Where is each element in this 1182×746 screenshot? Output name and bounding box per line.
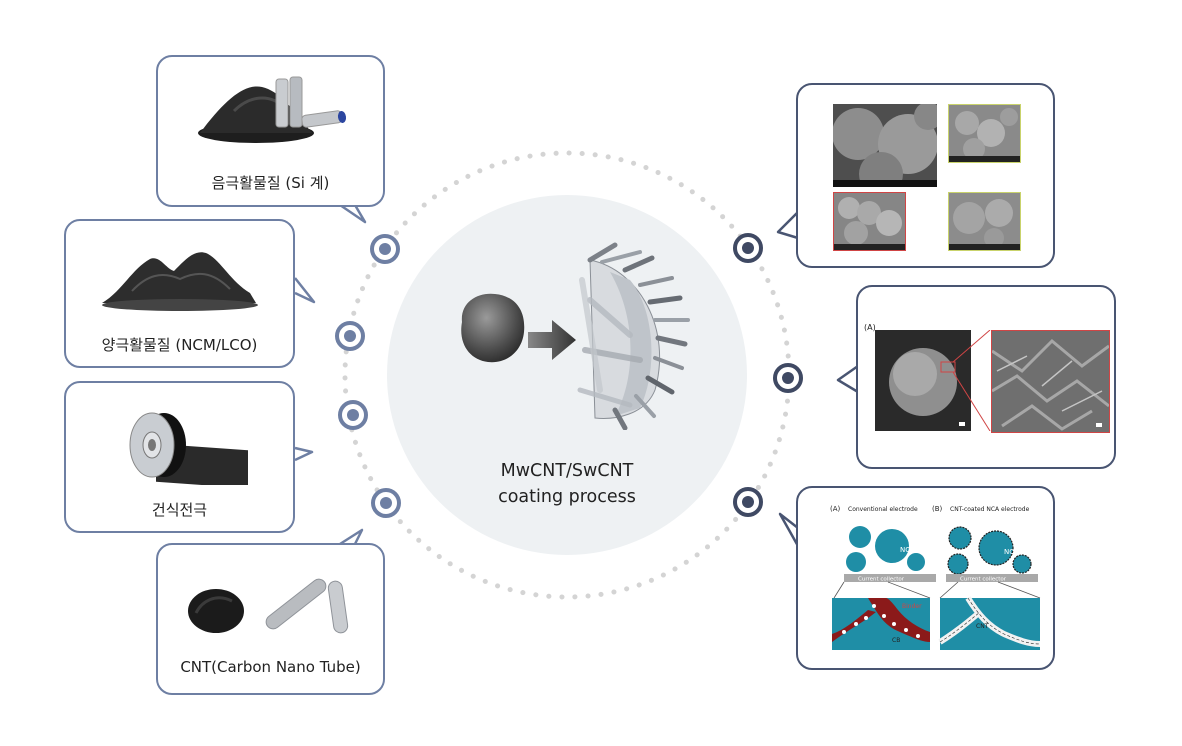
center-title: MwCNT/SwCNT coating process bbox=[467, 458, 667, 510]
schematic-label-b: (B) bbox=[932, 505, 943, 513]
coating-process-illustration bbox=[461, 242, 690, 430]
particle-sphere bbox=[461, 293, 525, 363]
schematic-title-b: CNT-coated NCA electrode bbox=[950, 506, 1030, 513]
sem-surface-closeup-image bbox=[991, 330, 1110, 433]
connector-dot-1 bbox=[370, 234, 400, 264]
cathode-material-label: 양극활물질 (NCM/LCO) bbox=[101, 336, 258, 354]
sem-image-4 bbox=[948, 192, 1021, 251]
cnt-card: CNT(Carbon Nano Tube) bbox=[156, 543, 385, 695]
cnt-schematic-label: CNT bbox=[976, 623, 989, 630]
cnt-coated-hemisphere bbox=[577, 242, 690, 430]
sem-particle-image bbox=[875, 330, 971, 431]
collector-label-a: Current collector bbox=[858, 577, 905, 583]
schematic-label-a: (A) bbox=[830, 505, 841, 513]
connector-dot-6 bbox=[773, 363, 803, 393]
connector-dot-3 bbox=[338, 400, 368, 430]
collector-label-b: Current collector bbox=[960, 577, 1007, 583]
anode-material-label: 음극활물질 (Si 계) bbox=[211, 174, 330, 192]
schematic-title-a: Conventional electrode bbox=[848, 506, 918, 513]
cathode-material-card: 양극활물질 (NCM/LCO) bbox=[64, 219, 295, 368]
zoom-lines bbox=[953, 330, 991, 431]
electrode-schematic-panel: (A) Conventional electrode (B) CNT-coate… bbox=[796, 486, 1055, 670]
binder-label: Binder bbox=[902, 603, 922, 610]
nca-label-b: NCA bbox=[1004, 548, 1019, 556]
connector-dot-5 bbox=[733, 233, 763, 263]
sem-zoom-label: (A) bbox=[864, 323, 876, 332]
center-title-line2: coating process bbox=[498, 487, 636, 507]
cathode-powder-image bbox=[102, 252, 258, 311]
sem-image-3 bbox=[833, 192, 906, 251]
dry-electrode-card: 건식전극 bbox=[64, 381, 295, 533]
cnt-label: CNT(Carbon Nano Tube) bbox=[180, 658, 361, 676]
sem-image-2 bbox=[948, 104, 1021, 163]
cnt-materials-image bbox=[188, 578, 349, 634]
anode-powder-image bbox=[198, 76, 347, 143]
sem-zoom-panel: (A) bbox=[856, 285, 1116, 469]
connector-dot-4 bbox=[371, 488, 401, 518]
electrode-roll-image bbox=[129, 412, 248, 485]
anode-material-card: 음극활물질 (Si 계) bbox=[156, 55, 385, 207]
cb-label: CB bbox=[892, 637, 900, 644]
process-arrow-icon bbox=[528, 320, 576, 360]
nca-label-a: NCA bbox=[900, 546, 915, 554]
electrode-comparison-diagram: (A) Conventional electrode (B) CNT-coate… bbox=[830, 505, 1041, 650]
dry-electrode-label: 건식전극 bbox=[151, 501, 208, 519]
sem-image-grid-panel bbox=[796, 83, 1055, 268]
sem-image-1 bbox=[833, 104, 937, 187]
connector-dot-7 bbox=[733, 487, 763, 517]
center-title-line1: MwCNT/SwCNT bbox=[500, 461, 634, 481]
connector-dot-2 bbox=[335, 321, 365, 351]
